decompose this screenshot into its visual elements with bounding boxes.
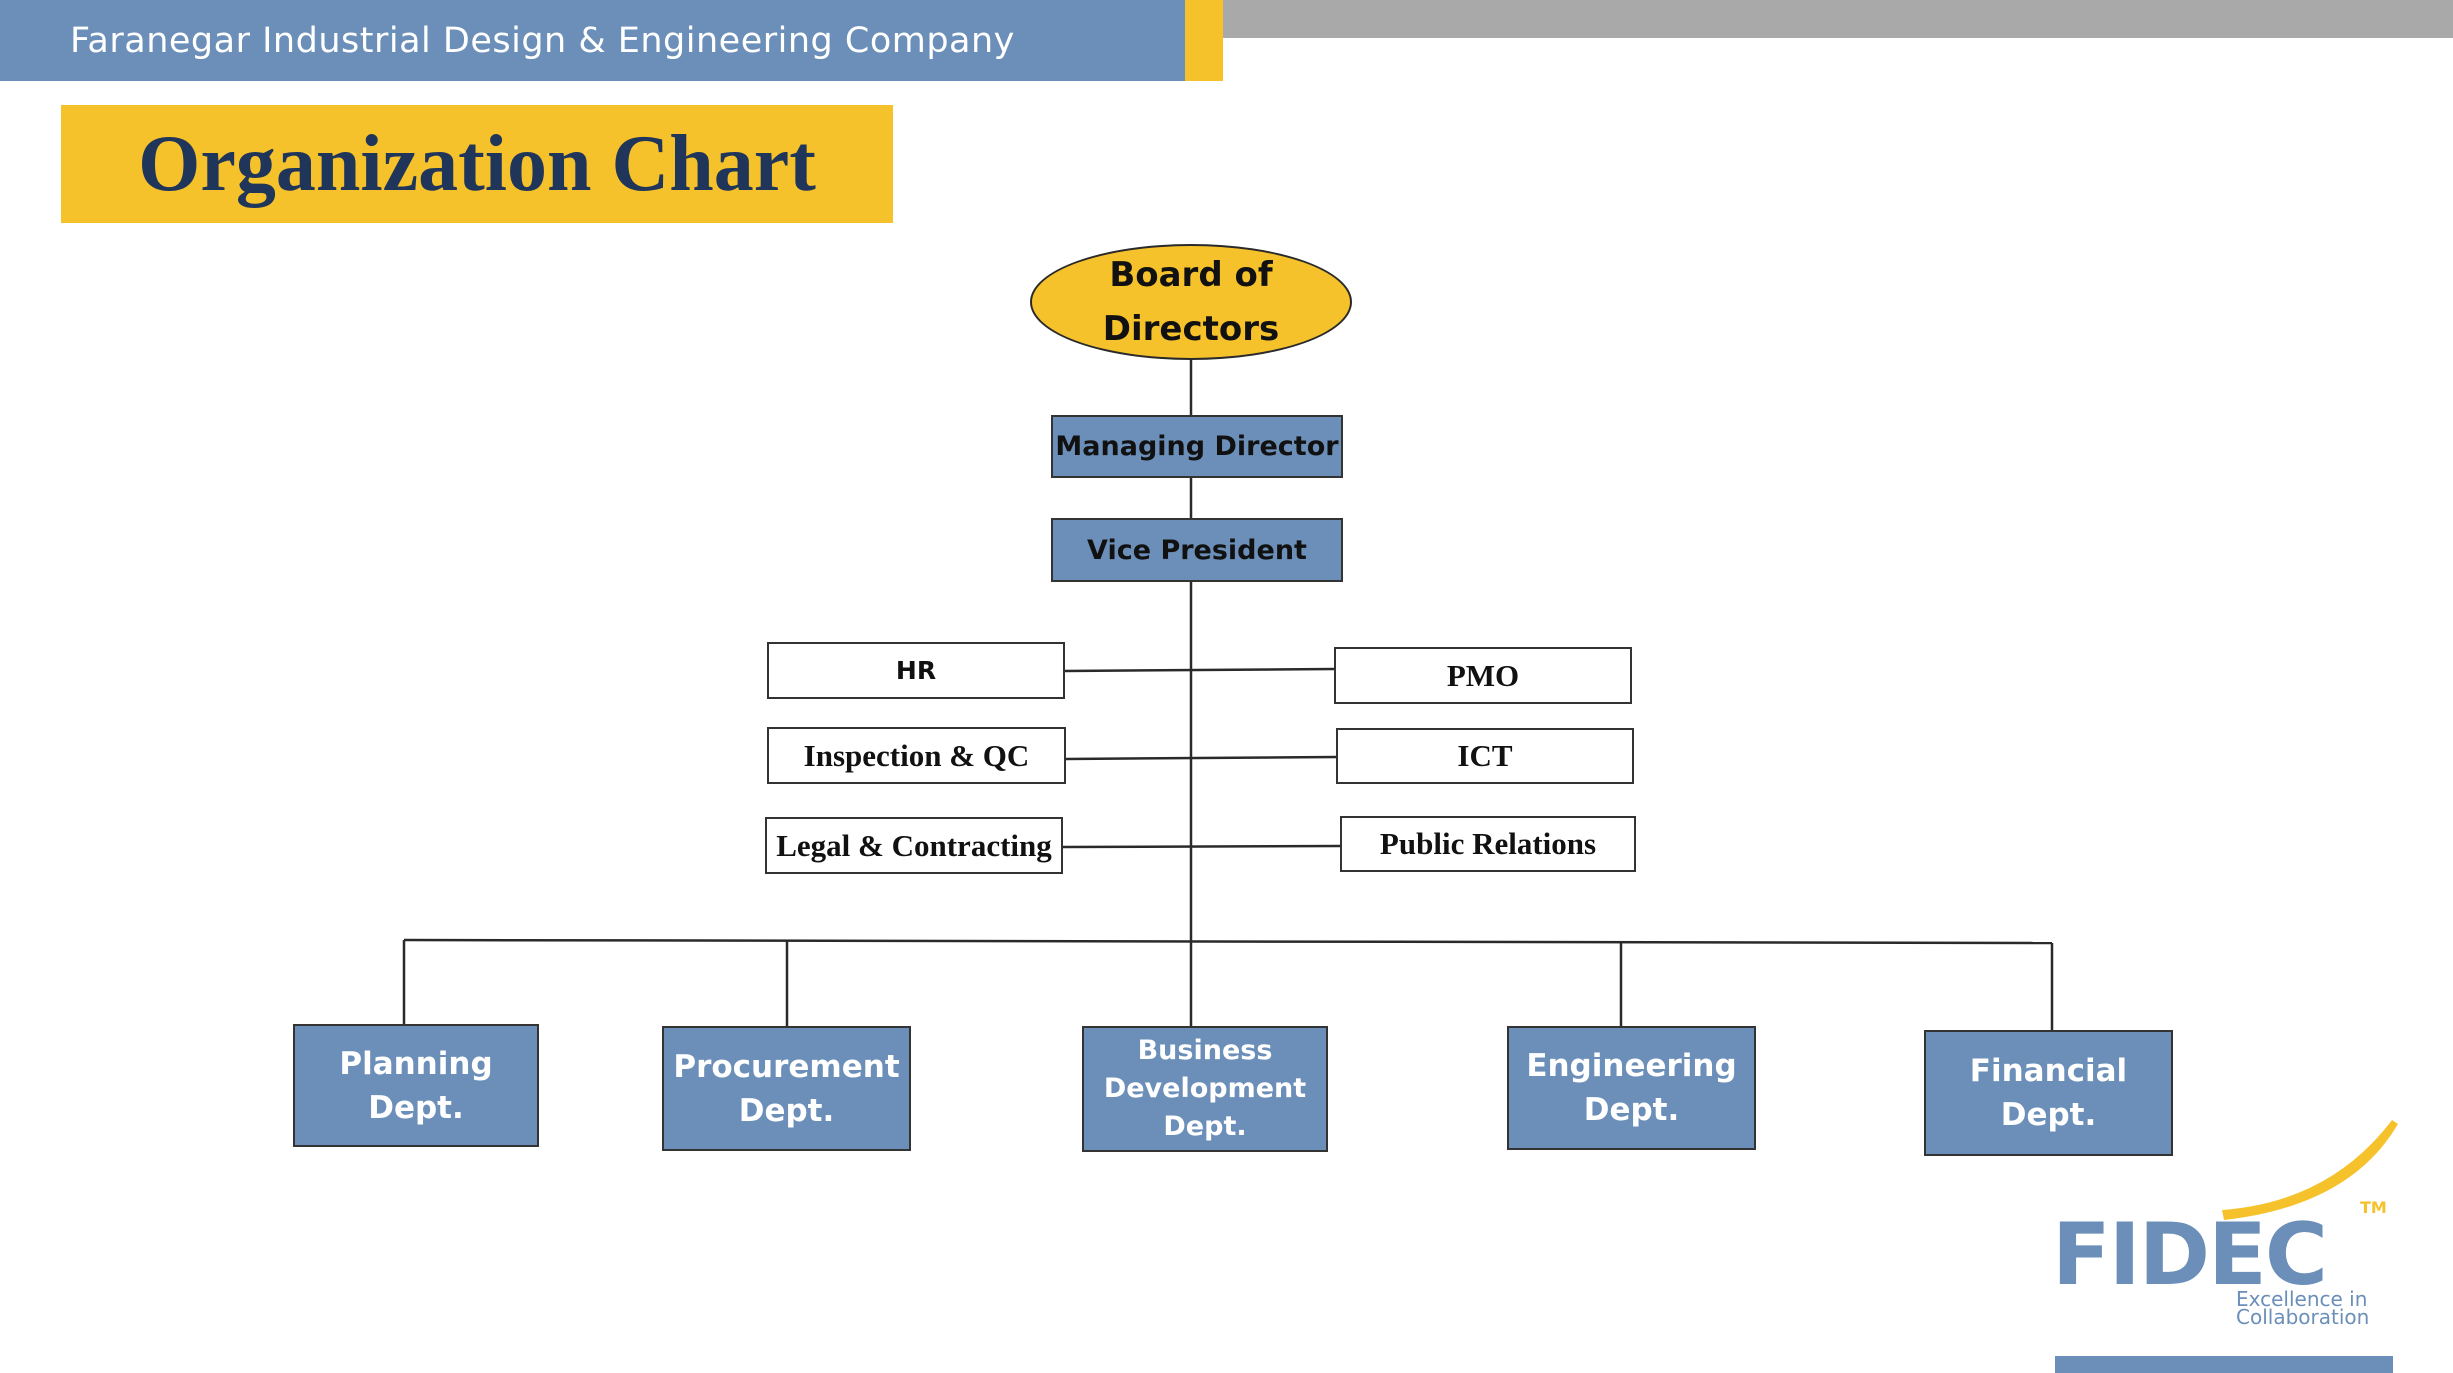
- hr-node: HR: [767, 642, 1065, 699]
- board-of-directors-node: Board of Directors: [1030, 244, 1352, 360]
- pmo-node: PMO: [1334, 647, 1632, 704]
- header-bar: [0, 0, 1185, 81]
- financial-dept-node: Financial Dept.: [1924, 1030, 2173, 1156]
- header-accent-stripe: [1185, 0, 1223, 81]
- vice-president-label: Vice President: [1087, 534, 1307, 566]
- legal-contracting-node: Legal & Contracting: [765, 817, 1063, 874]
- page-title: Organization Chart: [138, 119, 816, 208]
- procurement-dept-label: Procurement Dept.: [673, 1048, 900, 1129]
- branch-qc-ict: [1065, 755, 1337, 761]
- public-relations-node: Public Relations: [1340, 816, 1636, 872]
- ict-node: ICT: [1336, 728, 1634, 784]
- branch-hr-pmo: [1064, 667, 1335, 673]
- planning-dept-label: Planning Dept.: [339, 1045, 493, 1126]
- company-name: Faranegar Industrial Design & Engineerin…: [70, 20, 1015, 61]
- dept-bus: [403, 938, 2053, 945]
- logo-tagline: Excellence in Collaboration: [2236, 1287, 2370, 1329]
- logo-swoosh-icon: [2222, 1120, 2398, 1220]
- inspection-qc-node: Inspection & QC: [767, 727, 1066, 784]
- inspection-qc-label: Inspection & QC: [803, 737, 1030, 773]
- engineering-dept-label: Engineering Dept.: [1526, 1048, 1737, 1128]
- managing-director-label: Managing Director: [1055, 431, 1339, 462]
- procurement-dept-node: Procurement Dept.: [662, 1026, 911, 1151]
- svg-text:FIDEC: FIDEC: [2052, 1210, 2326, 1305]
- business-development-dept-label: Business Development Dept.: [1103, 1035, 1307, 1142]
- board-of-directors-label: Board of Directors: [1102, 255, 1280, 349]
- public-relations-label: Public Relations: [1379, 826, 1597, 861]
- ict-label: ICT: [1457, 738, 1513, 773]
- engineering-dept-node: Engineering Dept.: [1507, 1026, 1756, 1150]
- page-title-box: Organization Chart: [61, 105, 893, 223]
- footer-bar: [2055, 1356, 2393, 1373]
- branch-legal-pr: [1062, 844, 1341, 849]
- vice-president-node: Vice President: [1051, 518, 1343, 582]
- pmo-label: PMO: [1446, 657, 1520, 693]
- financial-dept-label: Financial Dept.: [1969, 1053, 2128, 1133]
- hr-label: HR: [895, 656, 937, 685]
- planning-dept-node: Planning Dept.: [293, 1024, 539, 1147]
- managing-director-node: Managing Director: [1051, 415, 1343, 478]
- legal-contracting-label: Legal & Contracting: [776, 827, 1052, 863]
- header-gray-stripe: [1223, 0, 2453, 38]
- business-development-dept-node: Business Development Dept.: [1082, 1026, 1328, 1152]
- fidec-logo: FIDEC: [2052, 1210, 2328, 1305]
- logo-trademark: TM: [2360, 1198, 2387, 1217]
